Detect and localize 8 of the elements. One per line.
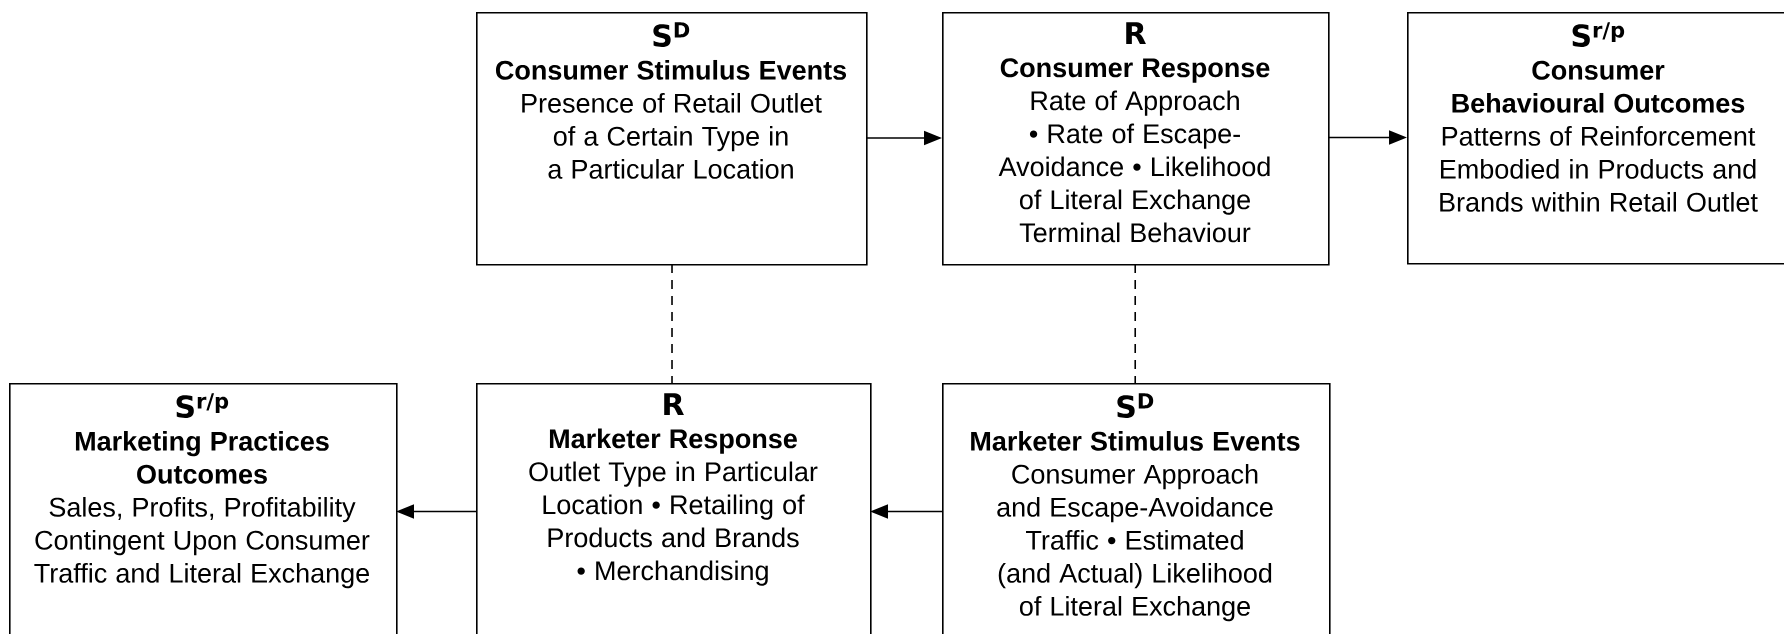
stage-box: R Marketer Response Outlet Type in Particular Location • Retailing of Products and Brands • Merchandising [476, 383, 872, 634]
stage-box: S$^{r/p}$ Consumer Behavioural Outcomes Patterns of Reinforcement Embodied in Products and Brands within Retail Outlet [1407, 12, 1784, 265]
stage-box: R Consumer Response Rate of Approach • Rate of Escape-Avoidance • Likelihood of Literal Exchange Terminal Behaviour [942, 12, 1330, 266]
connector-line [671, 263, 673, 384]
stage-box: S$^{D}$ Marketer Stimulus Events Consumer Approach and Escape-Avoidance Traffic • Estimated (and Actual) Likelihood of Literal Exchange [942, 383, 1331, 634]
stage-box: S$^{r/p}$ Marketing Practices Outcomes Sales, Profits, Profitability Contingent Upon Consumer Traffic and Literal Exchange [9, 383, 398, 634]
connector-line [1134, 263, 1136, 384]
stage-box: S$^{D}$ Consumer Stimulus Events Presence of Retail Outlet of a Certain Type in a Particular Location [476, 12, 868, 266]
